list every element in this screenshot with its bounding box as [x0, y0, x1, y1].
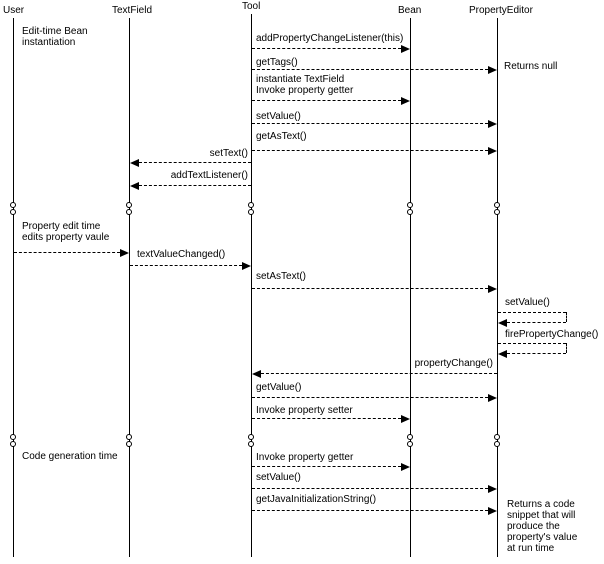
break-circle — [248, 209, 254, 215]
message-label-set-value-edit: setValue() — [256, 111, 301, 122]
break-circle — [10, 434, 16, 440]
message-line-set-value-edit — [252, 123, 488, 124]
lifeline-tool — [251, 14, 252, 557]
message-line-add-property-change-listener — [252, 48, 401, 49]
message-arrowhead-text-value-changed — [242, 262, 251, 270]
self-message-right-self-set-value — [566, 312, 567, 322]
break-circle — [494, 434, 500, 440]
lifeline-bean — [410, 18, 411, 557]
message-label-invoke-property-setter: Invoke property setter — [256, 405, 353, 416]
break-circle — [407, 209, 413, 215]
message-arrowhead-user-edit-gesture — [120, 249, 129, 257]
self-message-label-self-set-value: setValue() — [505, 297, 550, 308]
message-arrowhead-set-value-codegen — [488, 485, 497, 493]
annotation-returns-null-note: Returns null — [504, 61, 558, 72]
message-line-get-value — [252, 397, 488, 398]
message-label-get-value: getValue() — [256, 382, 302, 393]
break-circle — [248, 434, 254, 440]
message-line-set-as-text — [252, 288, 488, 289]
message-label-instantiate-textfield: instantiate TextField Invoke property ge… — [256, 74, 354, 96]
break-circle — [126, 209, 132, 215]
lifeline-user — [13, 18, 14, 557]
self-message-label-self-fire-property-change: firePropertyChange() — [505, 329, 599, 340]
message-line-set-value-codegen — [252, 488, 488, 489]
message-arrowhead-set-value-edit — [488, 120, 497, 128]
message-arrowhead-instantiate-textfield — [401, 97, 410, 105]
self-message-top-self-fire-property-change — [498, 343, 566, 344]
annotation-edit-time-note: Edit-time Bean instantiation — [22, 26, 88, 48]
self-message-arrowhead-self-fire-property-change — [498, 350, 507, 358]
lifeline-label-textfield: TextField — [112, 5, 153, 16]
annotation-code-generation-time-note: Code generation time — [22, 451, 118, 462]
break-circle — [248, 441, 254, 447]
message-arrowhead-get-as-text — [488, 147, 497, 155]
self-message-bottom-self-fire-property-change — [507, 353, 566, 354]
lifeline-label-tool: Tool — [242, 1, 261, 12]
break-circle — [494, 209, 500, 215]
message-arrowhead-get-value — [488, 394, 497, 402]
break-circle — [407, 202, 413, 208]
message-arrowhead-get-tags — [488, 66, 497, 74]
message-label-get-java-initialization-string: getJavaInitializationString() — [256, 494, 377, 505]
message-label-add-text-listener: addTextListener() — [170, 170, 248, 181]
self-message-right-self-fire-property-change — [566, 343, 567, 353]
message-label-set-value-codegen: setValue() — [256, 472, 301, 483]
break-circle — [494, 202, 500, 208]
lifeline-label-propertyeditor: PropertyEditor — [469, 5, 533, 16]
message-line-set-text — [139, 162, 251, 163]
break-circle — [10, 441, 16, 447]
message-line-instantiate-textfield — [252, 100, 401, 101]
message-line-add-text-listener — [139, 185, 251, 186]
break-circle — [126, 434, 132, 440]
message-line-get-tags — [252, 69, 488, 70]
self-message-top-self-set-value — [498, 312, 566, 313]
message-line-property-change — [261, 373, 497, 374]
break-circle — [248, 202, 254, 208]
break-circle — [407, 434, 413, 440]
message-label-text-value-changed: textValueChanged() — [137, 249, 226, 260]
message-line-get-as-text — [252, 150, 488, 151]
break-circle — [10, 202, 16, 208]
message-arrowhead-add-property-change-listener — [401, 45, 410, 53]
message-line-user-edit-gesture — [14, 252, 120, 253]
message-arrowhead-invoke-property-setter — [401, 415, 410, 423]
message-line-invoke-property-getter — [252, 466, 401, 467]
self-message-arrowhead-self-set-value — [498, 319, 507, 327]
break-circle — [407, 441, 413, 447]
annotation-property-edit-time-note: Property edit time edits property vaule — [22, 221, 110, 243]
message-arrowhead-set-text — [130, 159, 139, 167]
message-label-set-text: setText() — [209, 148, 248, 159]
message-label-get-as-text: getAsText() — [256, 131, 307, 142]
message-arrowhead-set-as-text — [488, 285, 497, 293]
message-label-property-change: propertyChange() — [414, 358, 493, 369]
break-circle — [10, 209, 16, 215]
lifeline-label-user: User — [3, 5, 25, 16]
message-arrowhead-invoke-property-getter — [401, 463, 410, 471]
message-arrowhead-add-text-listener — [130, 182, 139, 190]
message-line-invoke-property-setter — [252, 418, 401, 419]
lifeline-label-bean: Bean — [398, 5, 422, 16]
message-label-set-as-text: setAsText() — [256, 271, 307, 282]
message-arrowhead-property-change — [252, 370, 261, 378]
message-label-get-tags: getTags() — [256, 57, 298, 68]
message-line-text-value-changed — [130, 265, 242, 266]
lifeline-propertyeditor — [497, 18, 498, 557]
lifeline-textfield — [129, 18, 130, 557]
message-label-invoke-property-getter: Invoke property getter — [256, 452, 354, 463]
break-circle — [494, 441, 500, 447]
message-label-add-property-change-listener: addPropertyChangeListener(this) — [256, 33, 404, 44]
self-message-bottom-self-set-value — [507, 322, 566, 323]
message-arrowhead-get-java-initialization-string — [488, 507, 497, 515]
break-circle — [126, 441, 132, 447]
break-circle — [126, 202, 132, 208]
annotation-returns-code-note: Returns a code snippet that will produce… — [507, 499, 578, 554]
message-line-get-java-initialization-string — [252, 510, 488, 511]
